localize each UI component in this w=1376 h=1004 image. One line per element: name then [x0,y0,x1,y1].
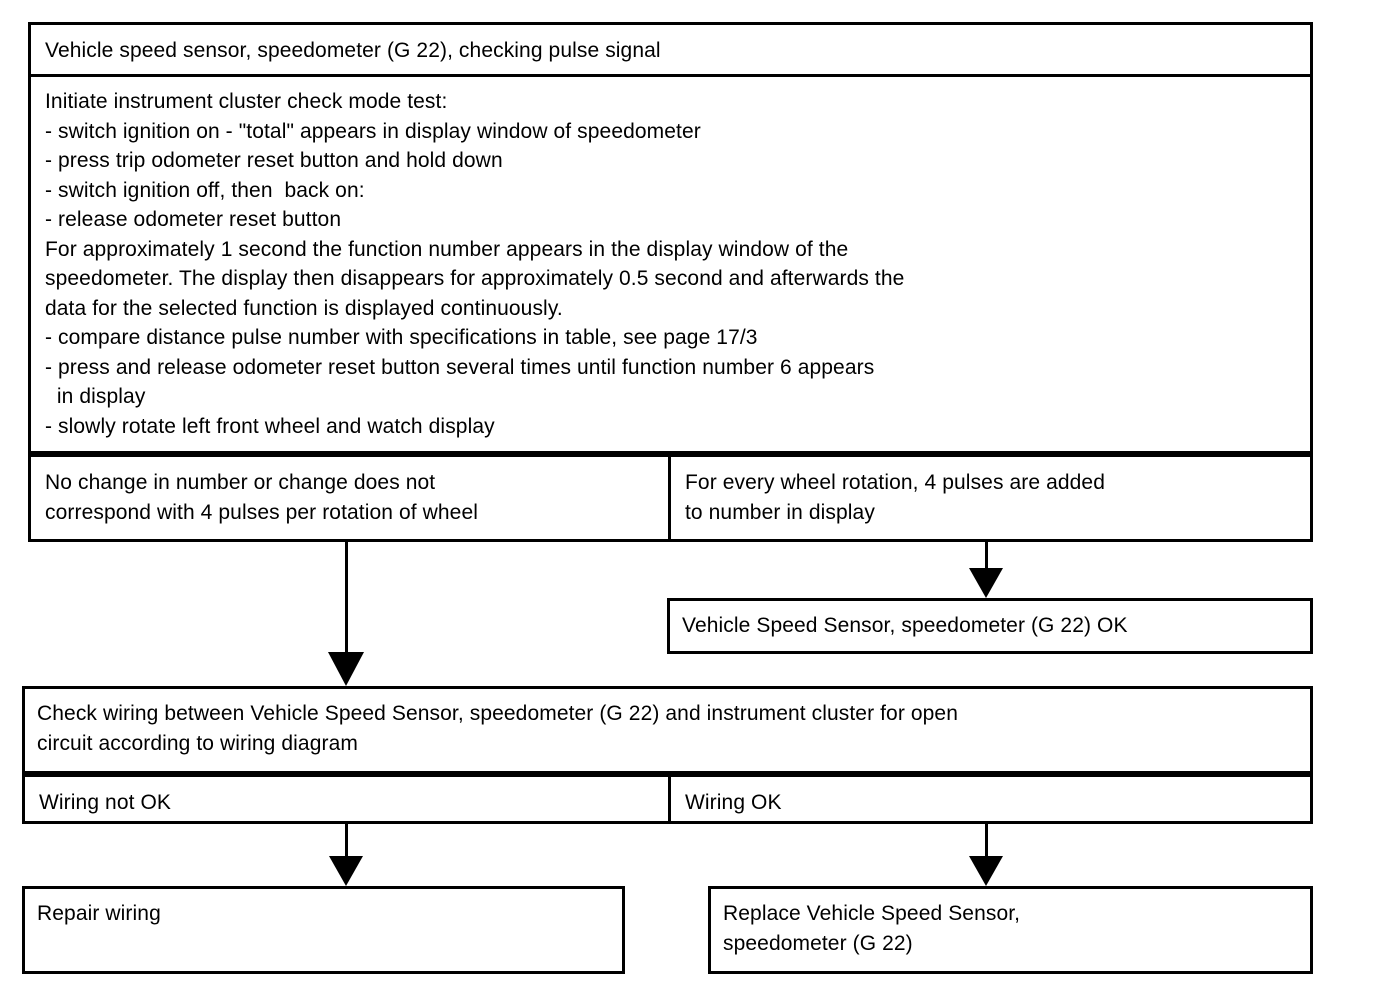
replace-sensor-box: Replace Vehicle Speed Sensor, speedomete… [708,886,1313,974]
wiring-result-row: Wiring not OK Wiring OK [22,774,1313,824]
sensor-ok-text: Vehicle Speed Sensor, speedometer (G 22)… [682,614,1128,637]
repair-wiring-text: Repair wiring [37,902,161,925]
result-row: No change in number or change does not c… [28,454,1313,542]
arrow-to-check-wiring [328,542,364,686]
wiring-ok-cell: Wiring OK [671,777,1310,821]
procedure-text: Initiate instrument cluster check mode t… [45,90,905,438]
arrow-to-repair-wiring [328,824,364,886]
result-cell-pulses-added: For every wheel rotation, 4 pulses are a… [671,457,1310,539]
wiring-not-ok-text: Wiring not OK [39,791,172,814]
diagram-title-cell: Vehicle speed sensor, speedometer (G 22)… [31,25,1310,77]
replace-sensor-text: Replace Vehicle Speed Sensor, speedomete… [723,902,1021,955]
sensor-ok-box: Vehicle Speed Sensor, speedometer (G 22)… [667,598,1313,654]
repair-wiring-box: Repair wiring [22,886,625,974]
procedure-table: Vehicle speed sensor, speedometer (G 22)… [28,22,1313,454]
result-pulses-added-text: For every wheel rotation, 4 pulses are a… [685,471,1105,524]
check-wiring-box: Check wiring between Vehicle Speed Senso… [22,686,1313,774]
diagram-title: Vehicle speed sensor, speedometer (G 22)… [45,39,661,62]
procedure-body-cell: Initiate instrument cluster check mode t… [31,77,1310,451]
result-no-change-text: No change in number or change does not c… [45,471,479,524]
check-wiring-text: Check wiring between Vehicle Speed Senso… [37,702,958,755]
arrow-to-sensor-ok [968,542,1004,598]
result-cell-no-change: No change in number or change does not c… [31,457,671,539]
wiring-not-ok-cell: Wiring not OK [25,777,671,821]
wiring-ok-text: Wiring OK [685,791,782,814]
arrow-to-replace-sensor [968,824,1004,886]
